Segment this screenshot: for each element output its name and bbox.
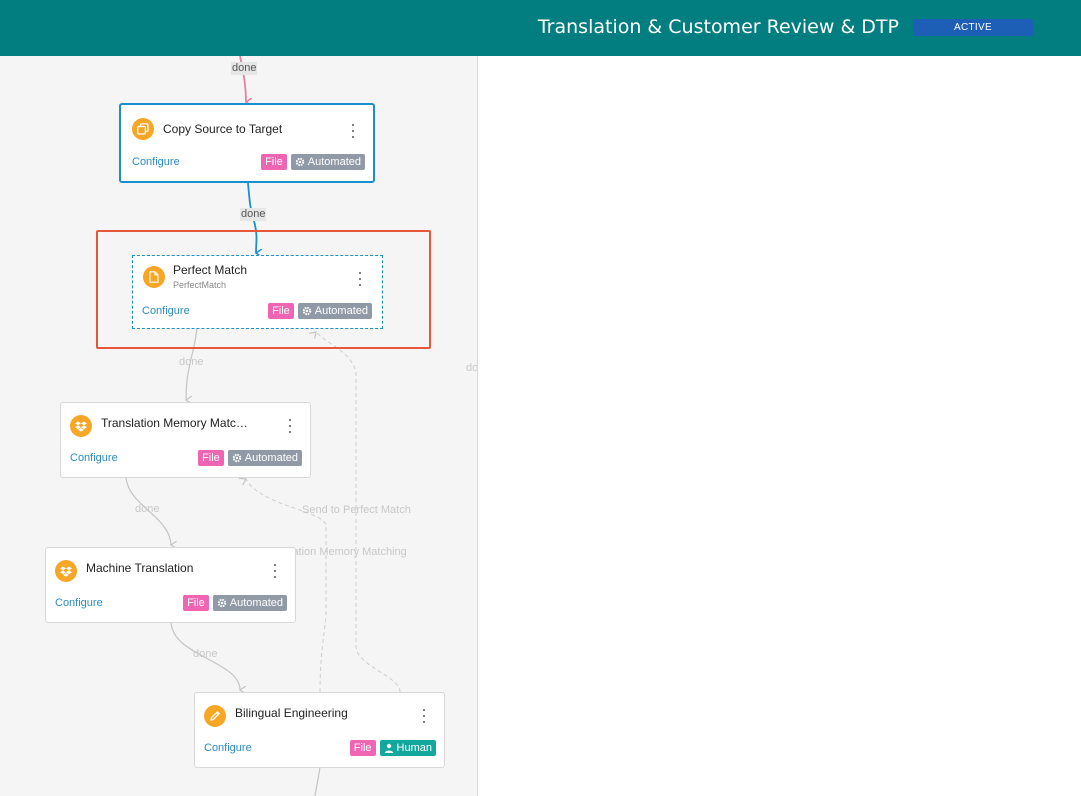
gear-icon — [295, 157, 304, 167]
details-panel — [478, 56, 1081, 796]
node-copy-source-to-target[interactable]: Copy Source to Target Configure File Aut… — [119, 103, 375, 183]
edge-incoming — [239, 56, 246, 102]
automated-tag: Automated — [297, 303, 372, 319]
automated-tag: Automated — [227, 450, 302, 466]
node-perfect-match[interactable]: Perfect Match PerfectMatch Configure Fil… — [132, 255, 383, 329]
human-tag: Human — [379, 740, 436, 756]
edge-perfect-to-tm — [186, 327, 198, 400]
more-options-icon[interactable] — [351, 124, 355, 138]
edge-label-done: done — [179, 356, 204, 368]
node-subtitle: PerfectMatch — [173, 280, 227, 290]
pencil-icon — [204, 705, 226, 727]
configure-link[interactable]: Configure — [70, 452, 118, 464]
file-tag: File — [268, 303, 294, 319]
configure-link[interactable]: Configure — [142, 305, 190, 317]
gear-icon — [302, 306, 311, 316]
workflow-edges — [125, 56, 401, 796]
file-tag: File — [183, 595, 209, 611]
file-tag: File — [261, 154, 287, 170]
edge-loop-to-perfect — [316, 332, 401, 693]
node-tags: File Automated — [261, 154, 365, 170]
more-options-icon[interactable] — [422, 709, 426, 723]
node-bilingual-engineering[interactable]: Bilingual Engineering Configure File Hum… — [194, 692, 445, 768]
edge-bilingual-out — [314, 766, 321, 796]
node-title: Translation Memory Matc… — [101, 416, 248, 430]
configure-link[interactable]: Configure — [204, 742, 252, 754]
node-title: Copy Source to Target — [163, 122, 283, 136]
edge-label-done: done — [193, 648, 218, 660]
node-title: Bilingual Engineering — [235, 706, 348, 720]
more-options-icon[interactable] — [358, 272, 362, 286]
edge-label-done: done — [231, 62, 258, 75]
edge-loop-to-tm — [246, 479, 327, 693]
node-tags: File Automated — [268, 303, 372, 319]
edge-tm-to-mt — [125, 476, 171, 545]
edge-label-done: done — [135, 503, 160, 515]
node-machine-translation[interactable]: Machine Translation Configure File Autom… — [45, 547, 296, 623]
node-tags: File Automated — [183, 595, 287, 611]
file-tag: File — [349, 740, 376, 756]
node-tags: File Human — [349, 740, 436, 756]
configure-link[interactable]: Configure — [132, 156, 180, 168]
copy-icon — [132, 118, 154, 140]
edge-label-done: done — [466, 362, 477, 374]
node-title: Perfect Match — [173, 263, 248, 277]
workflow-title: Translation & Customer Review & DTP — [537, 16, 899, 38]
automated-tag: Automated — [290, 154, 365, 170]
edge-label-send-to-perfect-match: Send to Perfect Match — [302, 504, 411, 516]
node-title: Machine Translation — [86, 561, 194, 575]
dropbox-icon — [70, 415, 92, 437]
configure-link[interactable]: Configure — [55, 597, 103, 609]
more-options-icon[interactable] — [273, 564, 277, 578]
more-options-icon[interactable] — [288, 419, 292, 433]
edge-label-done: done — [240, 208, 267, 221]
workflow-canvas[interactable]: done done done done done Send to Perfect… — [0, 56, 477, 796]
document-icon — [143, 266, 165, 288]
user-icon — [384, 743, 393, 753]
gear-icon — [217, 598, 226, 608]
gear-icon — [232, 453, 241, 463]
status-badge: ACTIVE — [913, 19, 1033, 36]
node-tags: File Automated — [198, 450, 302, 466]
automated-tag: Automated — [212, 595, 287, 611]
dropbox-icon — [55, 560, 77, 582]
edge-label-send-to-tm: lation Memory Matching — [290, 546, 407, 558]
edge-copy-to-perfect — [247, 182, 257, 253]
edge-mt-to-bilingual — [170, 621, 240, 690]
node-translation-memory-matching[interactable]: Translation Memory Matc… Configure File … — [60, 402, 311, 478]
panel-divider[interactable] — [477, 56, 478, 796]
workflow-header: Translation & Customer Review & DTP ACTI… — [0, 0, 1081, 56]
file-tag: File — [198, 450, 224, 466]
